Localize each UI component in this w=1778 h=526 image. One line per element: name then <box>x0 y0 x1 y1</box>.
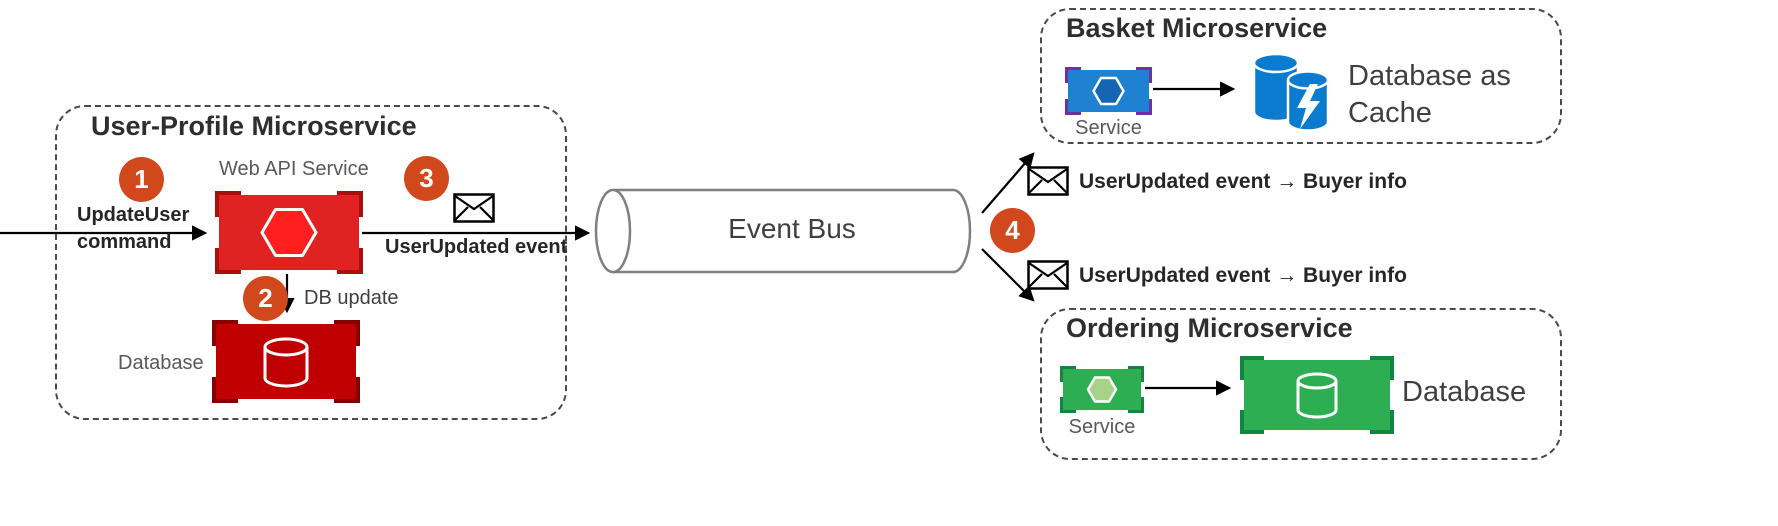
step-3-badge: 3 <box>404 156 449 201</box>
user-profile-title: User-Profile Microservice <box>91 111 417 141</box>
ordering-database-icon <box>1240 356 1394 434</box>
user-profile-microservice-box: User-Profile Microservice 1 UpdateUser c… <box>55 105 567 420</box>
basket-service-label: Service <box>1075 117 1142 139</box>
step-1-badge: 1 <box>119 157 164 202</box>
ordering-service-container-icon <box>1060 366 1144 413</box>
envelope-icon <box>453 193 495 223</box>
step-2-badge: 2 <box>243 276 288 321</box>
event-bus-cylinder <box>594 188 972 274</box>
lightning-bolt-icon <box>1297 84 1320 129</box>
basket-microservice-box: Basket Microservice Service Database as … <box>1040 8 1562 144</box>
database-label: Database <box>118 352 204 374</box>
basket-service-container-icon <box>1065 67 1152 115</box>
basket-title: Basket Microservice <box>1066 13 1328 43</box>
basket-cache-database-icon <box>1244 50 1338 140</box>
web-api-service-label: Web API Service <box>219 158 369 180</box>
ordering-service-label: Service <box>1068 416 1136 438</box>
ordering-microservice-box: Ordering Microservice Service <box>1040 308 1562 460</box>
event-bus-label: Event Bus <box>728 213 856 244</box>
step-4-badge: 4 <box>990 208 1035 253</box>
ordering-title: Ordering Microservice <box>1066 313 1353 343</box>
update-user-command-label: UpdateUser command <box>77 204 190 253</box>
envelope-icon <box>1027 260 1069 290</box>
db-update-label: DB update <box>304 287 399 309</box>
web-api-container-icon <box>215 191 363 274</box>
user-updated-to-ordering-label: UserUpdated event → Buyer info <box>1079 264 1407 287</box>
ordering-database-label: Database <box>1402 376 1527 408</box>
user-updated-to-basket-label: UserUpdated event → Buyer info <box>1079 170 1407 193</box>
basket-database-label: Database as Cache <box>1348 60 1511 129</box>
bus-to-basket-arrow <box>981 152 1035 214</box>
bus-to-ordering-arrow <box>981 248 1035 302</box>
envelope-icon <box>1027 166 1069 196</box>
user-updated-event-label: UserUpdated event <box>385 236 568 258</box>
user-profile-database-icon <box>212 320 360 403</box>
